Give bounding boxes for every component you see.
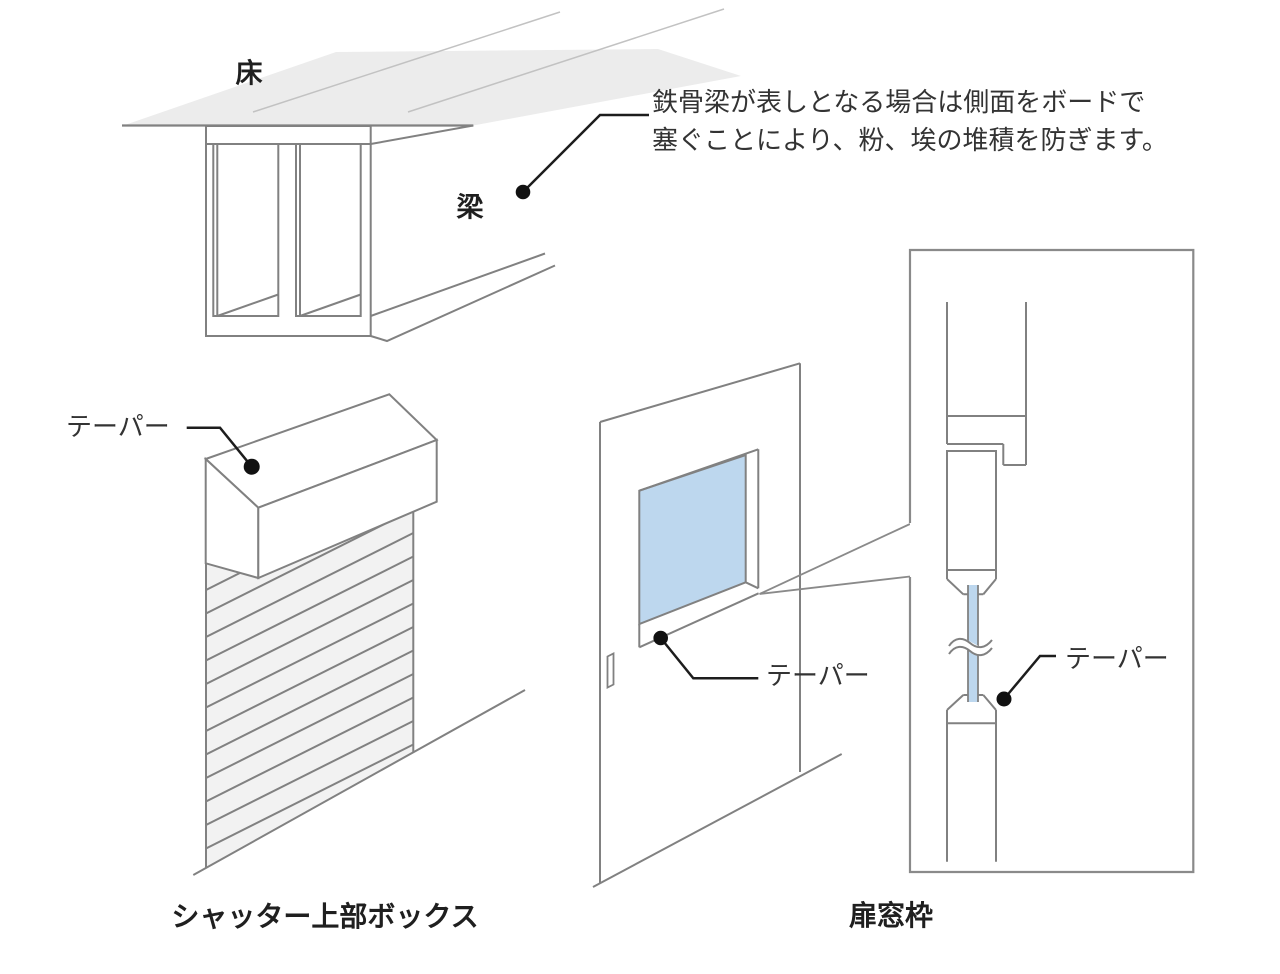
floor-slab [122, 49, 741, 126]
ground-line [192, 689, 526, 876]
detail-taper-leader [1003, 654, 1056, 700]
door-taper-label: テーパー [766, 660, 870, 691]
beam-cross-section [205, 125, 372, 337]
detail-panel [908, 248, 1195, 874]
shutter-curtain-outline [205, 511, 415, 868]
shutter-curtain [206, 511, 414, 868]
detail-callout-lines [759, 523, 911, 595]
door-outline [592, 362, 843, 888]
detail-panel-border [908, 248, 1195, 874]
door-face [600, 363, 800, 883]
door-taper-leader [659, 637, 759, 680]
beam-side-face [370, 124, 556, 343]
door-figure [592, 362, 911, 888]
door-caption: 扉窓枠 [848, 900, 934, 931]
beam-annotation-line1: 鉄骨梁が表しとなる場合は側面をボードで [652, 87, 1146, 117]
door-taper-dot [653, 630, 668, 646]
floor-score-line [252, 11, 561, 113]
shutter-box-front [257, 438, 438, 580]
beam-annotation-leader [522, 113, 649, 193]
floor-score-line [407, 8, 725, 113]
beam-figure [122, 8, 741, 343]
beam-annotation-line2: 塞ぐことにより、粉、埃の堆積を防ぎます。 [652, 125, 1168, 155]
floor-label: 床 [235, 58, 263, 89]
frame-head-section [946, 302, 1027, 466]
detail-taper-label: テーパー [1065, 643, 1169, 674]
shutter-taper-leader [186, 426, 253, 468]
shutter-box [203, 393, 439, 580]
beam-annotation-dot [515, 184, 531, 200]
break-marks [948, 636, 993, 657]
shutter-slats [206, 511, 414, 850]
shutter-taper-label: テーパー [66, 411, 170, 442]
shutter-taper-dot [243, 458, 260, 475]
detail-taper-dot [996, 691, 1012, 707]
shutter-caption: シャッター上部ボックス [171, 901, 479, 932]
sash-lower-member [946, 694, 997, 862]
shutter-figure [186, 393, 526, 876]
door-handle [606, 652, 615, 689]
beam-annotation: 鉄骨梁が表しとなる場合は側面をボードで 塞ぐことにより、粉、埃の堆積を防ぎます。 [652, 83, 1168, 159]
beam-label: 梁 [456, 192, 484, 223]
